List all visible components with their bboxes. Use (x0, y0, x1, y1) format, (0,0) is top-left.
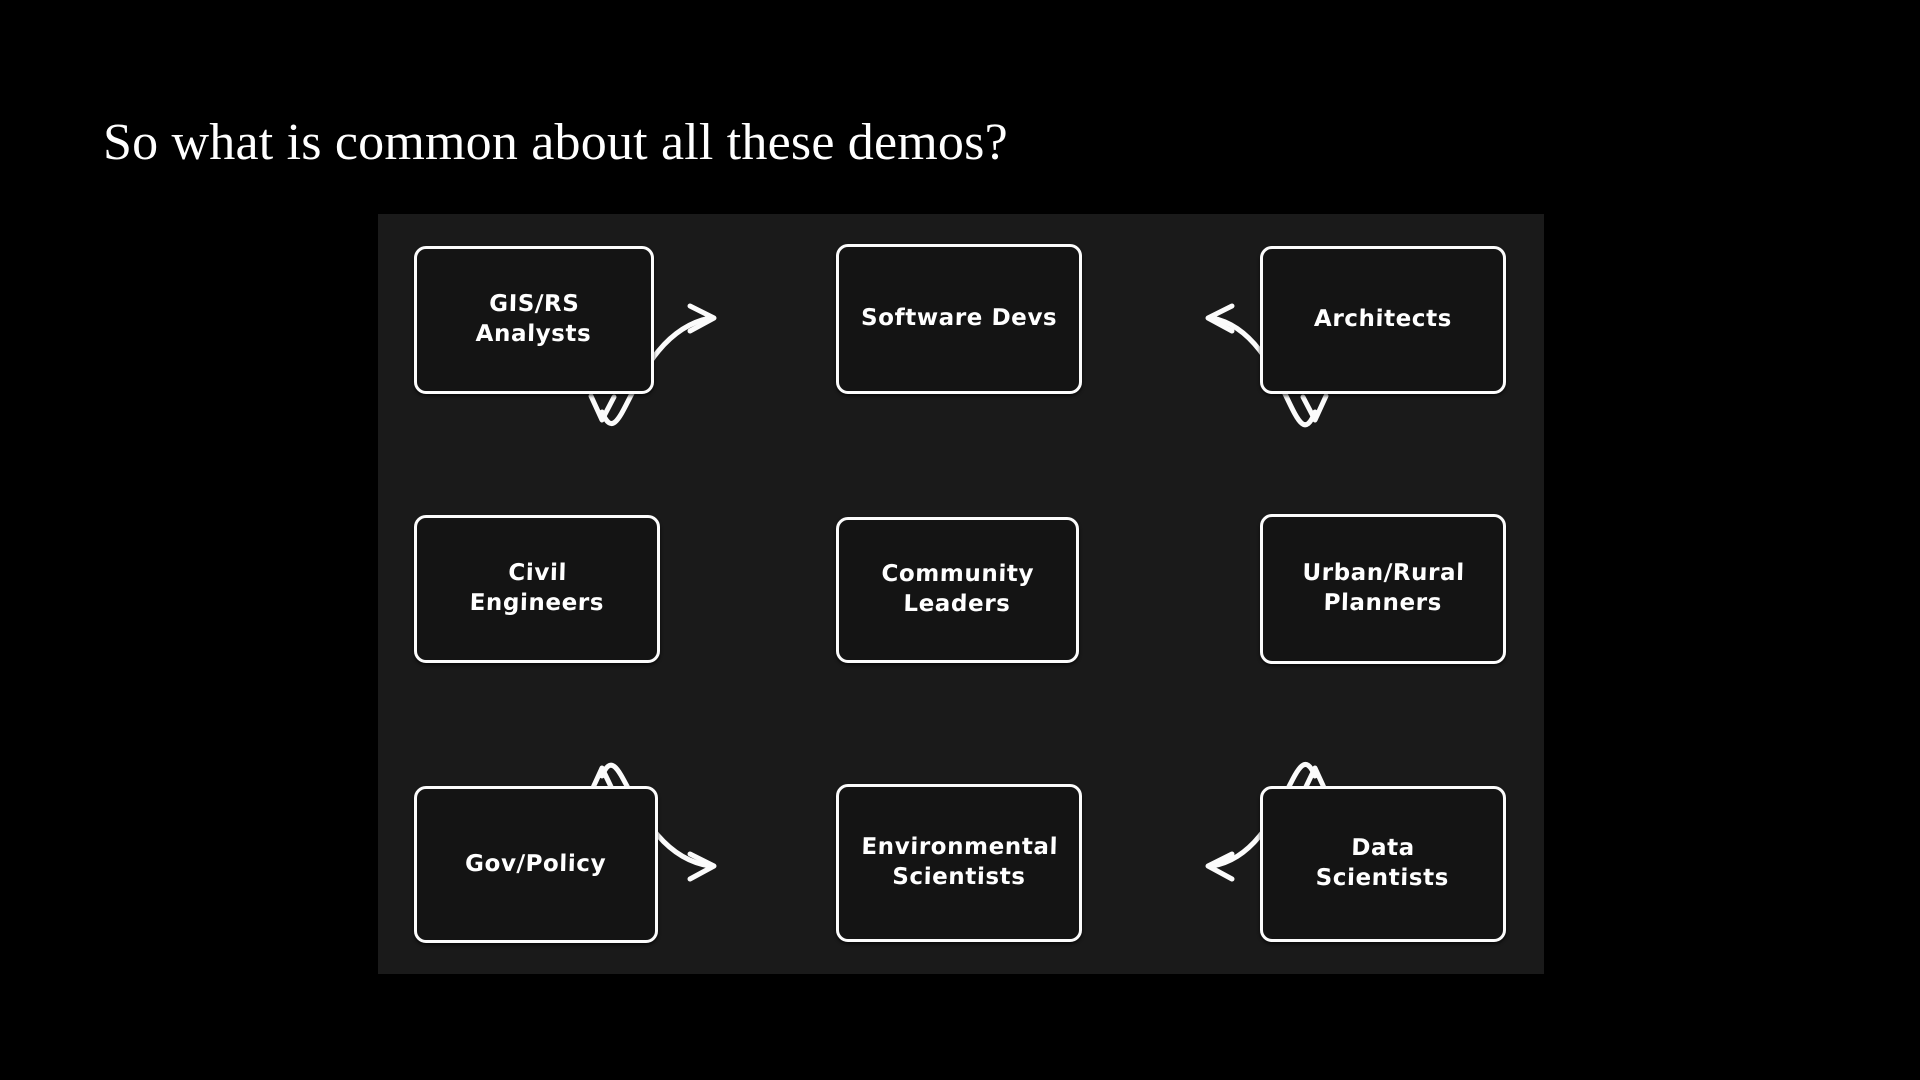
node-label: Data Scientists (1315, 835, 1450, 891)
node-label: Gov/Policy (465, 850, 607, 877)
node-label: Software Devs (860, 305, 1058, 332)
node-environmental-scientists[interactable]: Environmental Scientists (836, 784, 1082, 942)
node-label: GIS/RS Analysts (475, 291, 592, 347)
node-label: Architects (1313, 306, 1453, 333)
node-urban-rural-planners[interactable]: Urban/Rural Planners (1260, 514, 1506, 664)
node-architects[interactable]: Architects (1260, 246, 1506, 394)
node-data-scientists[interactable]: Data Scientists (1260, 786, 1506, 942)
diagram-panel: GIS/RS Analysts Software Devs Architects… (378, 214, 1544, 974)
node-label: Environmental Scientists (860, 834, 1059, 890)
node-civil-engineers[interactable]: Civil Engineers (414, 515, 660, 663)
node-gov-policy[interactable]: Gov/Policy (414, 786, 658, 943)
page-title: So what is common about all these demos? (103, 113, 1008, 171)
node-gis-rs-analysts[interactable]: GIS/RS Analysts (414, 246, 654, 394)
node-label: Community Leaders (881, 561, 1035, 617)
node-label: Civil Engineers (469, 560, 605, 616)
node-community-leaders[interactable]: Community Leaders (836, 517, 1079, 663)
node-label: Urban/Rural Planners (1301, 560, 1465, 616)
node-software-devs[interactable]: Software Devs (836, 244, 1082, 394)
